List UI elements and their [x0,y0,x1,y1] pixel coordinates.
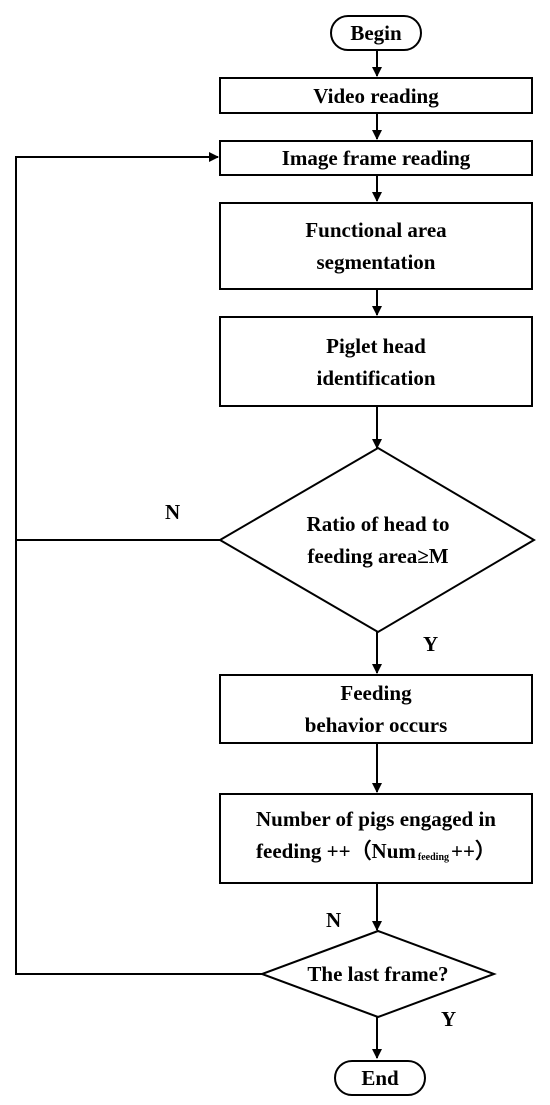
segmentation-label-line1: Functional area [305,218,447,242]
video-reading-box: Video reading [219,77,533,114]
ratio-decision-label: Ratio of head to feeding area≥M [260,505,496,575]
feeding-label-line2: behavior occurs [304,713,448,737]
image-frame-reading-box: Image frame reading [219,140,533,176]
loop-back-line [15,152,220,541]
number-of-pigs-box: Number of pigs engaged in feeding ++（Num… [219,793,533,884]
ratio-no-label: N [165,500,181,524]
last-frame-label: The last frame? [307,962,449,986]
piglet-head-box: Piglet head identification [219,316,533,407]
segmentation-label-line2: segmentation [316,250,436,274]
ratio-label-line1: Ratio of head to [306,512,450,536]
piglet-label-line1: Piglet head [326,333,426,358]
decision-last-frame-diamond [259,929,497,1019]
ratio-yes-label: Y [423,632,439,656]
number-label-subscript: feeding [417,852,450,863]
begin-node: Begin [330,15,422,51]
piglet-label-line2: identification [316,365,436,390]
end-label: End [361,1066,399,1090]
video-reading-label: Video reading [313,83,439,108]
number-label-suffix: ++） [451,839,496,863]
last-frame-no-label: N [326,908,342,932]
decision-ratio-diamond [218,446,536,634]
segmentation-box: Functional area segmentation [219,202,533,290]
last-frame-yes-label: Y [441,1007,457,1031]
feeding-label-line1: Feeding [340,681,412,705]
begin-label: Begin [350,21,402,45]
number-label-prefix: feeding ++（Num [256,839,416,863]
number-label-line1: Number of pigs engaged in [256,807,496,831]
end-node: End [334,1060,426,1096]
image-frame-reading-label: Image frame reading [281,146,471,170]
ratio-label-line2: feeding area≥M [307,544,449,568]
last-frame-no-line [15,540,262,975]
feeding-behavior-box: Feeding behavior occurs [219,674,533,744]
